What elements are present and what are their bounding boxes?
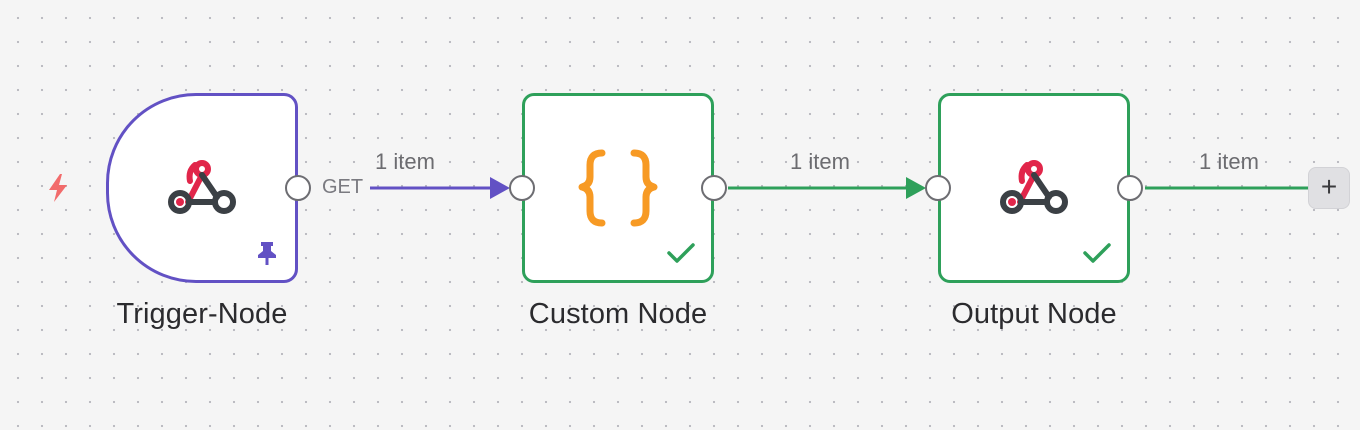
edge-arrowhead	[906, 177, 926, 199]
custom-node[interactable]	[522, 93, 714, 283]
edge-arrowhead	[490, 177, 510, 199]
custom-node-title: Custom Node	[528, 298, 708, 330]
checkmark-icon	[1081, 241, 1113, 270]
output-input-handle[interactable]	[925, 175, 951, 201]
custom-output-handle[interactable]	[701, 175, 727, 201]
checkmark-icon	[665, 241, 697, 270]
output-output-handle[interactable]	[1117, 175, 1143, 201]
output-node-title: Output Node	[951, 298, 1117, 330]
edge-item-count-label: 1 item	[375, 149, 435, 174]
edge-item-count-label: 1 item	[1199, 149, 1259, 174]
trigger-node-title: Trigger-Node	[116, 298, 288, 330]
code-braces-icon	[576, 147, 660, 229]
add-node-button[interactable]: +	[1308, 167, 1350, 209]
webhook-icon	[996, 157, 1072, 219]
pin-icon	[255, 240, 279, 271]
output-node[interactable]	[938, 93, 1130, 283]
trigger-output-handle[interactable]	[285, 175, 311, 201]
custom-input-handle[interactable]	[509, 175, 535, 201]
output-method-label: GET	[321, 176, 365, 199]
trigger-node[interactable]	[106, 93, 298, 283]
lightning-bolt-icon[interactable]	[44, 173, 72, 208]
edge-item-count-label: 1 item	[790, 149, 850, 174]
webhook-icon	[164, 157, 240, 219]
